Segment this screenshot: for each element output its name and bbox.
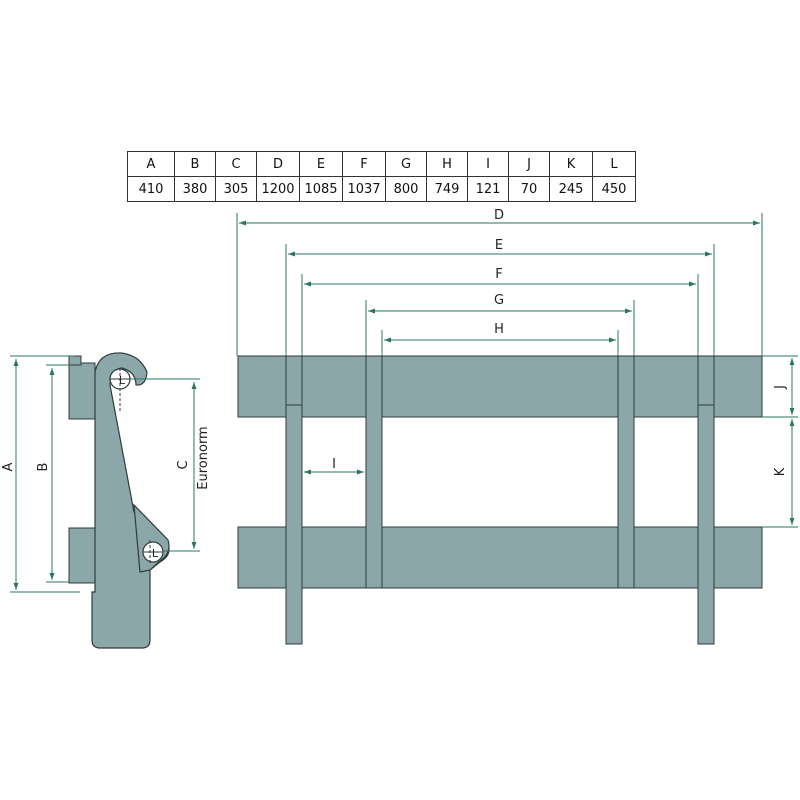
label-k: K <box>773 467 788 476</box>
label-f: F <box>495 267 502 282</box>
label-e: E <box>495 238 503 253</box>
value-cell-j: 70 <box>508 176 550 202</box>
label-c: C <box>176 460 191 469</box>
lower-mounting-plate <box>68 527 96 584</box>
label-b: B <box>36 463 51 472</box>
value-cell-f: 1037 <box>342 176 386 202</box>
side-bracket-body <box>91 352 170 649</box>
header-cell-e: E <box>299 151 343 177</box>
value-cell-l: 450 <box>592 176 636 202</box>
dimension-table: A B C D E F G H I J K L 410 380 305 1200… <box>127 151 636 202</box>
lower-cross-bar <box>237 526 763 589</box>
upper-plate-tab <box>68 355 82 366</box>
value-cell-g: 800 <box>385 176 427 202</box>
label-j: J <box>773 385 788 390</box>
label-l-lower: L <box>152 547 159 560</box>
value-cell-k: 245 <box>549 176 593 202</box>
label-l-upper: L <box>119 374 126 387</box>
label-d: D <box>494 208 504 223</box>
right-inner-upright <box>617 355 635 589</box>
label-h: H <box>494 322 504 337</box>
side-view: A B C Euronorm <box>1 352 211 649</box>
upper-cross-bar <box>237 355 763 418</box>
left-inner-upright <box>365 355 383 589</box>
front-view: D E F G H I J K <box>236 208 798 645</box>
left-outer-upright <box>285 355 303 645</box>
value-cell-b: 380 <box>174 176 216 202</box>
upper-mounting-plate <box>68 362 96 420</box>
label-i: I <box>332 457 336 472</box>
label-a: A <box>1 462 16 471</box>
value-cell-e: 1085 <box>299 176 343 202</box>
value-cell-h: 749 <box>426 176 468 202</box>
header-cell-a: A <box>127 151 175 177</box>
value-cell-c: 305 <box>215 176 257 202</box>
value-cell-a: 410 <box>127 176 175 202</box>
right-outer-upright <box>697 355 715 645</box>
header-cell-f: F <box>342 151 386 177</box>
dimension-table-header-row: A B C D E F G H I J K L <box>127 151 636 177</box>
label-g: G <box>494 293 504 308</box>
header-cell-j: J <box>508 151 550 177</box>
label-euronorm: Euronorm <box>196 426 211 489</box>
dimension-table-value-row: 410 380 305 1200 1085 1037 800 749 121 7… <box>127 176 636 202</box>
